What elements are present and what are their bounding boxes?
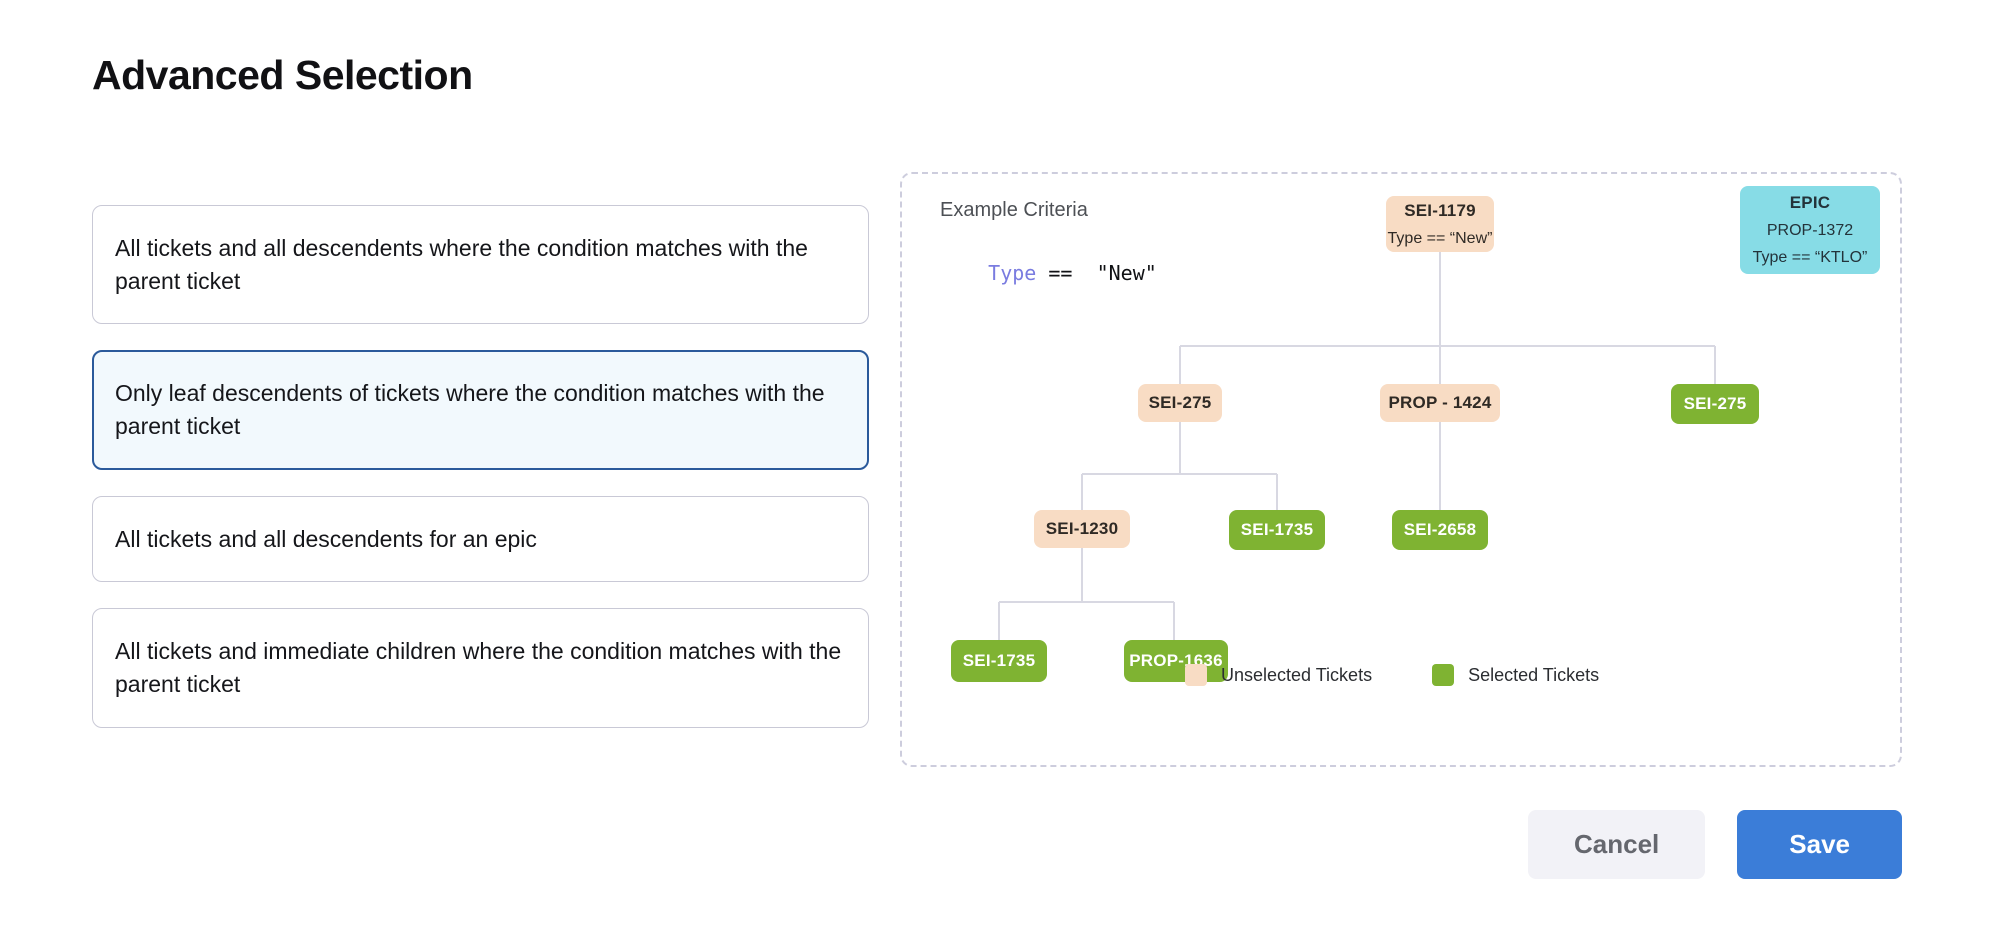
tree-node-sei-275-unselected[interactable]: SEI-275: [1138, 384, 1222, 422]
tree-node-prop-1636[interactable]: PROP-1636: [1124, 640, 1228, 682]
legend-entry-unselected: Unselected Tickets: [1185, 664, 1372, 686]
node-id: SEI-1230: [1045, 519, 1119, 538]
example-diagram-panel: Example Criteria Type == "New": [900, 172, 1902, 767]
node-id: PROP-1372: [1766, 222, 1854, 239]
node-condition: Type == “New”: [1387, 229, 1493, 247]
criteria-title: Example Criteria: [940, 199, 1088, 221]
criteria-operator: ==: [1048, 261, 1073, 285]
option-label: Only leaf descendents of tickets where t…: [115, 380, 825, 439]
legend-swatch-selected-icon: [1432, 664, 1455, 686]
cancel-button[interactable]: Cancel: [1528, 810, 1706, 879]
legend-label: Selected Tickets: [1468, 664, 1600, 685]
footer-actions: Cancel Save: [1528, 810, 1902, 879]
option-label: All tickets and immediate children where…: [115, 638, 842, 697]
node-id: PROP - 1424: [1388, 393, 1492, 412]
node-id: SEI-275: [1683, 394, 1747, 413]
node-id: SEI-1735: [962, 651, 1036, 670]
tree-node-sei-1735-mid[interactable]: SEI-1735: [1229, 510, 1325, 550]
tree-node-sei-1735-leaf[interactable]: SEI-1735: [951, 640, 1047, 682]
node-id: SEI-1735: [1240, 520, 1314, 539]
legend-swatch-unselected-icon: [1185, 664, 1207, 686]
tree-node-sei-275-selected[interactable]: SEI-275: [1671, 384, 1759, 424]
diagram-legend: Unselected Tickets Selected Tickets: [1185, 664, 1599, 686]
option-card-epic-descendents[interactable]: All tickets and all descendents for an e…: [92, 495, 869, 583]
tree-node-epic-prop-1372[interactable]: EPIC PROP-1372 Type == “KTLO”: [1740, 186, 1880, 274]
save-button[interactable]: Save: [1737, 810, 1902, 879]
node-id: SEI-275: [1148, 393, 1212, 412]
option-card-leaf-descendents[interactable]: Only leaf descendents of tickets where t…: [92, 350, 869, 470]
tree-node-sei-1230[interactable]: SEI-1230: [1034, 510, 1130, 548]
legend-label: Unselected Tickets: [1221, 664, 1373, 685]
selection-options-list: All tickets and all descendents where th…: [92, 205, 869, 754]
page-title: Advanced Selection: [92, 52, 473, 98]
node-kind: EPIC: [1789, 193, 1831, 212]
criteria-value: "New": [1096, 261, 1157, 285]
legend-entry-selected: Selected Tickets: [1432, 664, 1599, 686]
node-condition: Type == “KTLO”: [1752, 249, 1868, 266]
option-label: All tickets and all descendents where th…: [115, 235, 808, 294]
node-id: SEI-1179: [1404, 200, 1476, 220]
tree-node-sei-1179[interactable]: SEI-1179 Type == “New”: [1386, 196, 1494, 252]
criteria-field: Type: [988, 261, 1037, 285]
option-card-immediate-children[interactable]: All tickets and immediate children where…: [92, 608, 869, 728]
tree-node-sei-2658[interactable]: SEI-2658: [1392, 510, 1488, 550]
option-card-all-descendents[interactable]: All tickets and all descendents where th…: [92, 205, 869, 325]
option-label: All tickets and all descendents for an e…: [115, 525, 537, 552]
node-id: SEI-2658: [1403, 520, 1477, 539]
criteria-expression: Type == "New": [940, 237, 1157, 309]
tree-node-prop-1424[interactable]: PROP - 1424: [1380, 384, 1500, 422]
